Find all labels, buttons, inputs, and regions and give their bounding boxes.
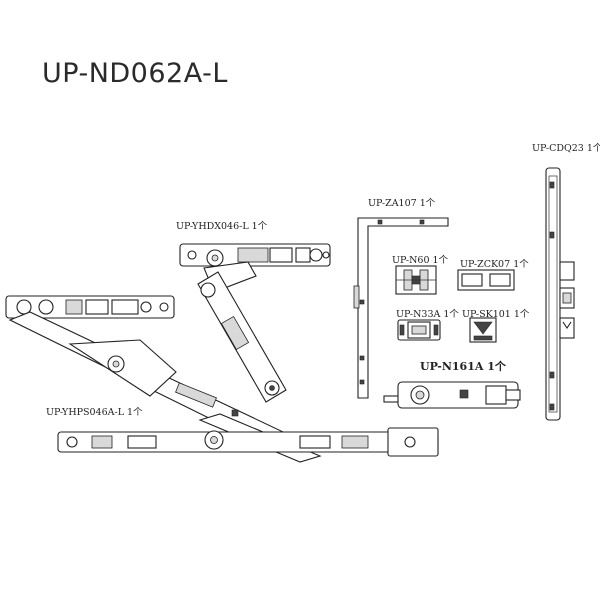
- part-cdq23-drawing: [545, 167, 575, 421]
- part-zck07-drawing: [457, 269, 515, 291]
- label-cdq23: UP-CDQ23 1个: [532, 143, 600, 154]
- part-yhdx046-drawing: [179, 243, 331, 403]
- page-title: UP-ND062A-L: [42, 58, 228, 89]
- part-n60-drawing: [395, 265, 437, 295]
- part-n161a-drawing: [383, 381, 521, 409]
- part-yhps046a-drawing: [5, 295, 439, 463]
- label-yhdx046: UP-YHDX046-L 1个: [176, 221, 268, 232]
- label-n60: UP-N60 1个: [392, 255, 449, 266]
- part-za107-drawing: [353, 217, 449, 399]
- label-n161a: UP-N161A 1个: [420, 360, 506, 373]
- part-sk101-drawing: [469, 317, 497, 343]
- label-sk101: UP-SK101 1个: [462, 309, 530, 320]
- part-n33a-drawing: [397, 319, 441, 341]
- label-zck07: UP-ZCK07 1个: [460, 259, 529, 270]
- label-za107: UP-ZA107 1个: [368, 198, 436, 209]
- label-yhps046a: UP-YHPS046A-L 1个: [46, 407, 143, 418]
- label-n33a: UP-N33A 1个: [396, 309, 459, 320]
